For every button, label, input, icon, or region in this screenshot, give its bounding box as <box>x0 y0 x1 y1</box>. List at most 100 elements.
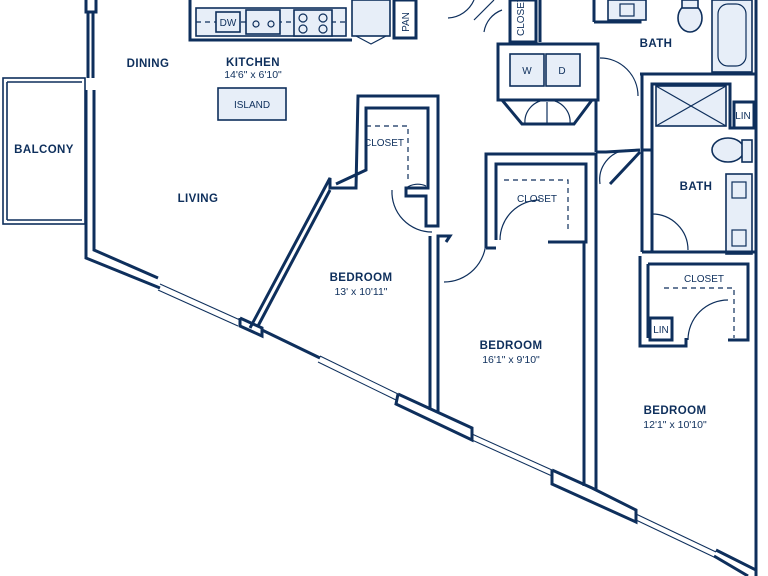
wall-pier-3 <box>550 468 638 525</box>
window-2 <box>319 355 399 395</box>
bath1-sink <box>607 0 647 21</box>
window-2b <box>317 361 397 401</box>
dishwasher <box>215 11 241 33</box>
window-1b <box>157 289 239 327</box>
sink <box>245 9 281 35</box>
window-4 <box>635 513 717 553</box>
hallway-walls <box>594 100 642 186</box>
door-swing-top-1 <box>447 0 475 19</box>
balcony-outline <box>2 77 86 225</box>
window-3b <box>471 439 553 477</box>
bedroom1-west-wall <box>256 189 332 327</box>
burner-3 <box>298 24 308 34</box>
kitchen <box>188 0 418 121</box>
bedroom2-closet-label: CLOSET <box>517 194 557 205</box>
bath1-tub-basin <box>717 3 747 67</box>
kitchen-counter-wall <box>188 0 352 42</box>
burner-1 <box>298 13 308 23</box>
laundry-door-right <box>547 99 571 125</box>
wall-south-2 <box>261 328 321 360</box>
bedroom2-closet-outer <box>484 152 598 490</box>
bedroom-1 <box>248 94 440 412</box>
bedroom2-closet-door <box>499 199 541 241</box>
labels: DINING KITCHEN 14'6" x 6'10" ISLAND BALC… <box>14 0 751 431</box>
bedroom1-door-swing <box>391 189 433 233</box>
window-3 <box>471 433 553 471</box>
bath-1 <box>594 0 756 76</box>
bedroom-3 <box>638 256 750 348</box>
bedroom3-dimensions: 12'1" x 10'10" <box>643 419 707 431</box>
bath1-basin <box>619 3 635 17</box>
bedroom3-closet-left <box>638 256 688 348</box>
bedroom3-closet-door <box>687 299 729 341</box>
burner-4 <box>318 24 328 34</box>
door-swing-top-2 <box>483 9 503 33</box>
hall-wall-top <box>596 148 641 154</box>
bedroom2-label: BEDROOM <box>480 340 543 352</box>
dining-label: DINING <box>127 58 170 70</box>
wall-south-east <box>715 548 758 576</box>
bedroom1-closet-label: CLOSET <box>364 138 404 149</box>
bedroom1-closet-shelf <box>366 125 409 180</box>
sink-drain-2 <box>267 20 275 28</box>
bedroom1-closet-door <box>405 183 427 189</box>
bedroom3-closet-top <box>648 262 750 342</box>
pantry <box>392 0 418 40</box>
wall-top-left-stub <box>84 0 98 14</box>
kitchen-label: KITCHEN <box>226 57 280 69</box>
door-top-2 <box>473 0 495 21</box>
dryer <box>545 53 581 87</box>
kitchen-dimensions: 14'6" x 6'10" <box>224 69 282 81</box>
bath2-basin-1 <box>731 181 747 199</box>
sink-drain-1 <box>252 20 260 28</box>
window-1 <box>159 283 241 321</box>
bedroom1-label: BEDROOM <box>330 272 393 284</box>
island <box>217 87 287 121</box>
hall-door-swing <box>599 149 627 185</box>
bedroom2-closet-inner <box>494 162 588 244</box>
living-label: LIVING <box>178 193 219 205</box>
wall-pier-2 <box>394 392 474 443</box>
top-closet <box>508 0 538 44</box>
bath2-linen-label: LIN <box>735 111 751 122</box>
bath-2 <box>640 74 756 255</box>
wall-left-lower <box>84 212 161 290</box>
laundry-door-left <box>524 99 548 125</box>
bath2-vanity <box>725 173 753 255</box>
dryer-label: D <box>558 66 565 77</box>
bath1-label: BATH <box>640 38 673 50</box>
pantry-label: PAN <box>401 12 412 32</box>
hall-diagonal <box>608 150 642 186</box>
island-label: ISLAND <box>234 100 270 111</box>
balcony-label: BALCONY <box>14 144 74 156</box>
bath2-basin-2 <box>731 229 747 247</box>
window-4b <box>635 519 717 559</box>
wall-pier-1 <box>238 316 264 339</box>
bath1-door-swing <box>599 57 639 97</box>
bedroom1-closet-walls <box>248 94 440 329</box>
bedroom2-closet-shelf <box>504 179 569 232</box>
wall-south-east-outer <box>713 554 749 576</box>
bath2-toilet <box>711 137 745 163</box>
washer <box>509 53 545 87</box>
bath2-label: BATH <box>680 181 713 193</box>
bath2-toilet-tank <box>741 139 753 163</box>
bedroom1-dimensions: 13' x 10'11" <box>334 286 387 298</box>
bedroom2-dimensions: 16'1" x 9'10" <box>482 354 540 366</box>
balcony <box>2 77 86 225</box>
wall-left-lower-inner <box>92 212 159 280</box>
laundry-door-frame <box>500 99 594 126</box>
washer-label: W <box>522 66 532 77</box>
burner-2 <box>318 13 328 23</box>
shower-diagonal-2 <box>655 85 727 127</box>
dishwasher-label: DW <box>220 18 237 29</box>
bedroom-2 <box>436 152 598 490</box>
bedroom2-entry <box>436 234 453 243</box>
bath1-toilet-tank <box>681 0 699 9</box>
bedroom3-closet-label: CLOSET <box>684 274 724 285</box>
exterior-walls <box>84 0 758 576</box>
bedroom3-label: BEDROOM <box>644 405 707 417</box>
bath2-linen <box>732 100 756 130</box>
laundry-area <box>447 0 639 126</box>
